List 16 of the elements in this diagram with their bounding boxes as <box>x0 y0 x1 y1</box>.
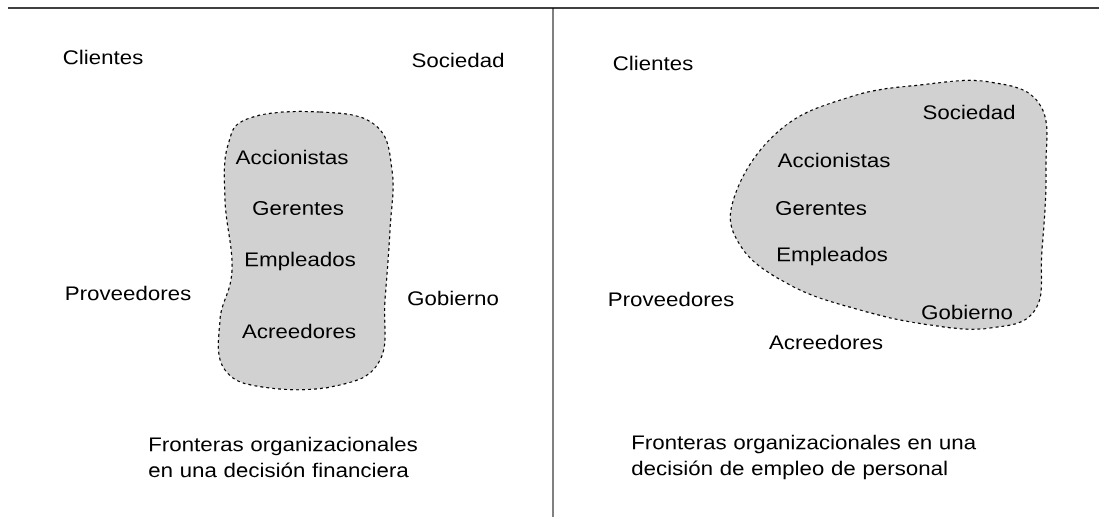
member-name: Sociedad <box>923 104 1015 120</box>
caption-text: Fronteras organizacionales en una decisión de empleo de personal <box>632 434 977 480</box>
member-name: Gobierno <box>922 304 1012 320</box>
stakeholder-name: Clientes <box>613 55 693 71</box>
member-name: Accionistas <box>777 152 890 168</box>
member-name: Acreedores <box>242 323 356 339</box>
caption-text: Fronteras organizacionales en una decisión financiera <box>149 436 417 478</box>
stakeholder-name: Proveedores <box>609 291 734 307</box>
stakeholder-name: Sociedad <box>412 52 504 68</box>
stakeholder-name: Proveedores <box>66 285 191 301</box>
stakeholder-name: Clientes <box>63 49 143 65</box>
member-name: Accionistas <box>235 149 348 165</box>
member-name: Empleados <box>778 246 887 266</box>
member-name: Gerentes <box>776 200 867 216</box>
member-name: Gerentes <box>253 200 344 216</box>
member-name: Empleados <box>246 251 355 271</box>
